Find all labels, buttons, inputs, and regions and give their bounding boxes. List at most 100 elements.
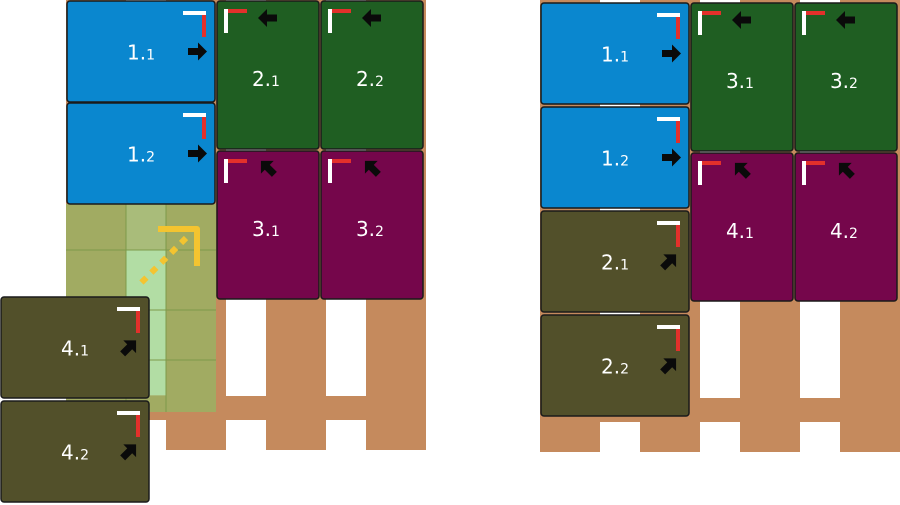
corner-mark-icon [657,117,680,143]
corner-mark-icon [657,221,680,247]
box-body [540,210,690,313]
box-body [216,0,320,150]
arrow-icon [838,162,855,179]
box-label-main: 1 [127,143,140,167]
arrow-icon [120,340,137,357]
box-body [794,152,898,302]
box-label-dot: . [369,67,375,91]
box-label: 3.1 [726,69,754,93]
box-label: 2.1 [252,67,280,91]
box-label-dot: . [74,441,80,465]
corner-mark-icon [657,13,680,39]
box-right-4-1: 4.1 [690,152,794,302]
corner-mark-icon [328,159,351,183]
box-label: 2.2 [601,355,629,379]
box-label-sub: 2 [849,226,858,242]
box-label-sub: 1 [620,258,629,274]
box-right-3-2: 3.2 [794,2,898,152]
box-label-sub: 1 [146,48,155,64]
box-body [66,0,216,103]
box-label-sub: 2 [146,150,155,166]
arrow-icon [362,9,381,27]
corner-mark-icon [183,113,206,139]
box-label-sub: 1 [271,224,280,240]
box-label-main: 2 [252,67,265,91]
box-right-4-2: 4.2 [794,152,898,302]
box-left-3-1: 3.1 [216,150,320,300]
box-label: 3.1 [252,217,280,241]
box-label-dot: . [614,251,620,275]
box-left-2-1: 2.1 [216,0,320,150]
box-label-dot: . [843,69,849,93]
box-label-sub: 2 [375,74,384,90]
box-left-4-1: 4.1 [0,296,150,399]
box-left-1-2: 1.2 [66,102,216,205]
box-right-2-1: 2.1 [540,210,690,313]
box-label-sub: 2 [620,362,629,378]
box-label: 3.2 [356,217,384,241]
box-label-dot: . [614,43,620,67]
arrow-icon [660,254,677,271]
box-body [540,2,690,105]
box-label: 2.2 [356,67,384,91]
box-label: 1.2 [601,147,629,171]
arrow-icon [120,444,137,461]
box-label-dot: . [265,217,271,241]
box-body [320,0,424,150]
box-label-main: 1 [601,43,614,67]
box-right-3-1: 3.1 [690,2,794,152]
box-label-sub: 1 [745,226,754,242]
corner-mark-icon [224,9,247,33]
corner-mark-icon [117,307,140,333]
arrow-icon [364,160,381,177]
box-label-main: 3 [830,69,843,93]
box-label-main: 3 [356,217,369,241]
box-label-dot: . [265,67,271,91]
corner-mark-icon [657,325,680,351]
box-label-sub: 2 [375,224,384,240]
box-label: 4.2 [61,441,89,465]
box-label-dot: . [739,69,745,93]
box-body [320,150,424,300]
arrow-icon [660,358,677,375]
corner-mark-icon [698,11,721,35]
box-left-4-2: 4.2 [0,400,150,503]
box-label-sub: 2 [80,448,89,464]
box-body [66,102,216,205]
box-label-main: 2 [356,67,369,91]
box-label: 1.1 [127,41,155,65]
box-label-main: 1 [601,147,614,171]
box-label-dot: . [614,147,620,171]
box-left-2-2: 2.2 [320,0,424,150]
arrow-icon [188,144,207,163]
box-label-dot: . [843,219,849,243]
box-body [0,296,150,399]
box-label: 4.2 [830,219,858,243]
corner-mark-icon [802,11,825,35]
corner-mark-icon [802,161,825,185]
box-label-main: 3 [726,69,739,93]
box-body [540,106,690,209]
box-body [0,400,150,503]
arrow-icon [258,9,277,27]
box-label-sub: 1 [620,50,629,66]
corner-mark-icon [698,161,721,185]
box-label-sub: 1 [745,76,754,92]
box-body [216,150,320,300]
box-label-dot: . [369,217,375,241]
box-label: 2.1 [601,251,629,275]
arrow-icon [836,11,855,29]
arrow-icon [260,160,277,177]
box-label: 4.1 [61,337,89,361]
box-body [690,2,794,152]
arrow-icon [662,44,681,63]
arrow-icon [188,42,207,61]
curved-arrow-icon [137,226,200,287]
box-label-sub: 2 [849,76,858,92]
box-label-dot: . [140,143,146,167]
arrow-icon [662,148,681,167]
corner-mark-icon [224,159,247,183]
box-label: 1.1 [601,43,629,67]
box-label-main: 2 [601,355,614,379]
